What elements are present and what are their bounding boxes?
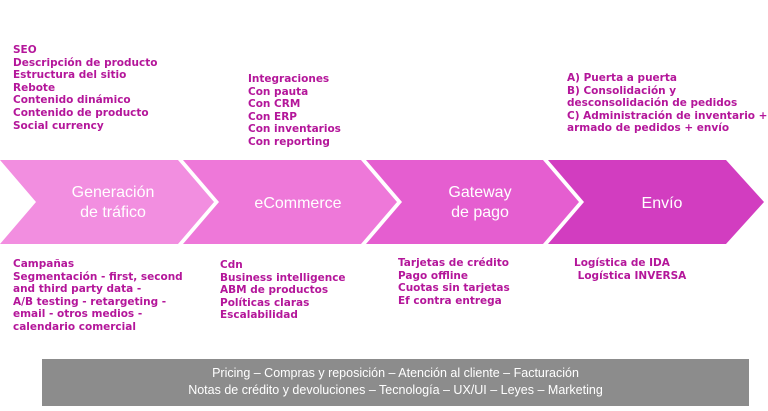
list-item: Ef contra entrega [398,294,502,307]
list-item: A/B testing - retargeting - [13,295,167,308]
list-item: calendario comercial [13,320,136,333]
list-item: Políticas claras [220,296,310,309]
list-item: Contenido de producto [13,106,149,119]
list-item: Cuotas sin tarjetas [398,282,510,295]
payment-methods-list: Tarjetas de crédito Pago offline Cuotas … [398,257,510,307]
traffic-features-list: SEO Descripción de producto Estructura d… [13,44,157,132]
list-item: Tarjetas de crédito [398,257,509,269]
list-item: A) Puerta a puerta [567,72,677,84]
stage-arrow-ecommerce [183,160,397,244]
shipping-options-list: A) Puerta a puerta B) Consolidación y de… [567,72,767,135]
list-item: Rebote [13,81,56,94]
stage-arrow-shipping [548,160,764,244]
footer-line-1: Pricing – Compras y reposición – Atenció… [212,366,579,380]
list-item: Con ERP [248,110,298,123]
list-item: Segmentación - first, second [13,270,183,283]
stage-label-ecommerce: eCommerce [254,195,341,212]
cross-functional-bar: Pricing – Compras y reposición – Atenció… [42,359,749,406]
list-item: email - otros medios - [13,308,143,321]
list-item: ABM de productos [220,284,329,297]
list-item: Integraciones [248,73,330,85]
list-item: SEO [13,44,37,56]
list-item: B) Consolidación y [567,84,677,97]
list-item: Logística INVERSA [574,269,687,282]
logistics-list: Logística de IDA Logística INVERSA [574,257,686,282]
list-item: Social currency [13,119,104,132]
footer-line-2: Notas de crédito y devoluciones – Tecnol… [188,383,603,397]
stage-arrow-traffic [0,160,214,244]
list-item: Con CRM [248,98,301,111]
list-item: Logística de IDA [574,257,670,269]
list-item: Con pauta [248,85,309,98]
list-item: desconsolidación de pedidos [567,97,738,110]
integrations-list: Integraciones Con pauta Con CRM Con ERP … [248,73,341,149]
list-item: Cdn [220,259,243,271]
list-item: Con inventarios [248,123,341,136]
list-item: armado de pedidos + envío [567,122,730,135]
stage-arrow-gateway [366,160,579,244]
ecommerce-features-list: Cdn Business intelligence ABM de product… [220,259,346,322]
list-item: Con reporting [248,135,330,148]
campaigns-list: Campañas Segmentación - first, second an… [13,258,183,334]
list-item: Contenido dinámico [13,94,131,107]
list-item: Campañas [13,258,75,270]
list-item: and third party data - [13,283,142,296]
list-item: Estructura del sitio [13,69,127,82]
list-item: C) Administración de inventario + [567,109,768,122]
list-item: Business intelligence [220,271,346,284]
list-item: Descripción de producto [13,56,158,69]
list-item: Pago offline [398,269,469,282]
stage-label-shipping: Envío [642,195,683,212]
list-item: Escalabilidad [220,309,298,322]
